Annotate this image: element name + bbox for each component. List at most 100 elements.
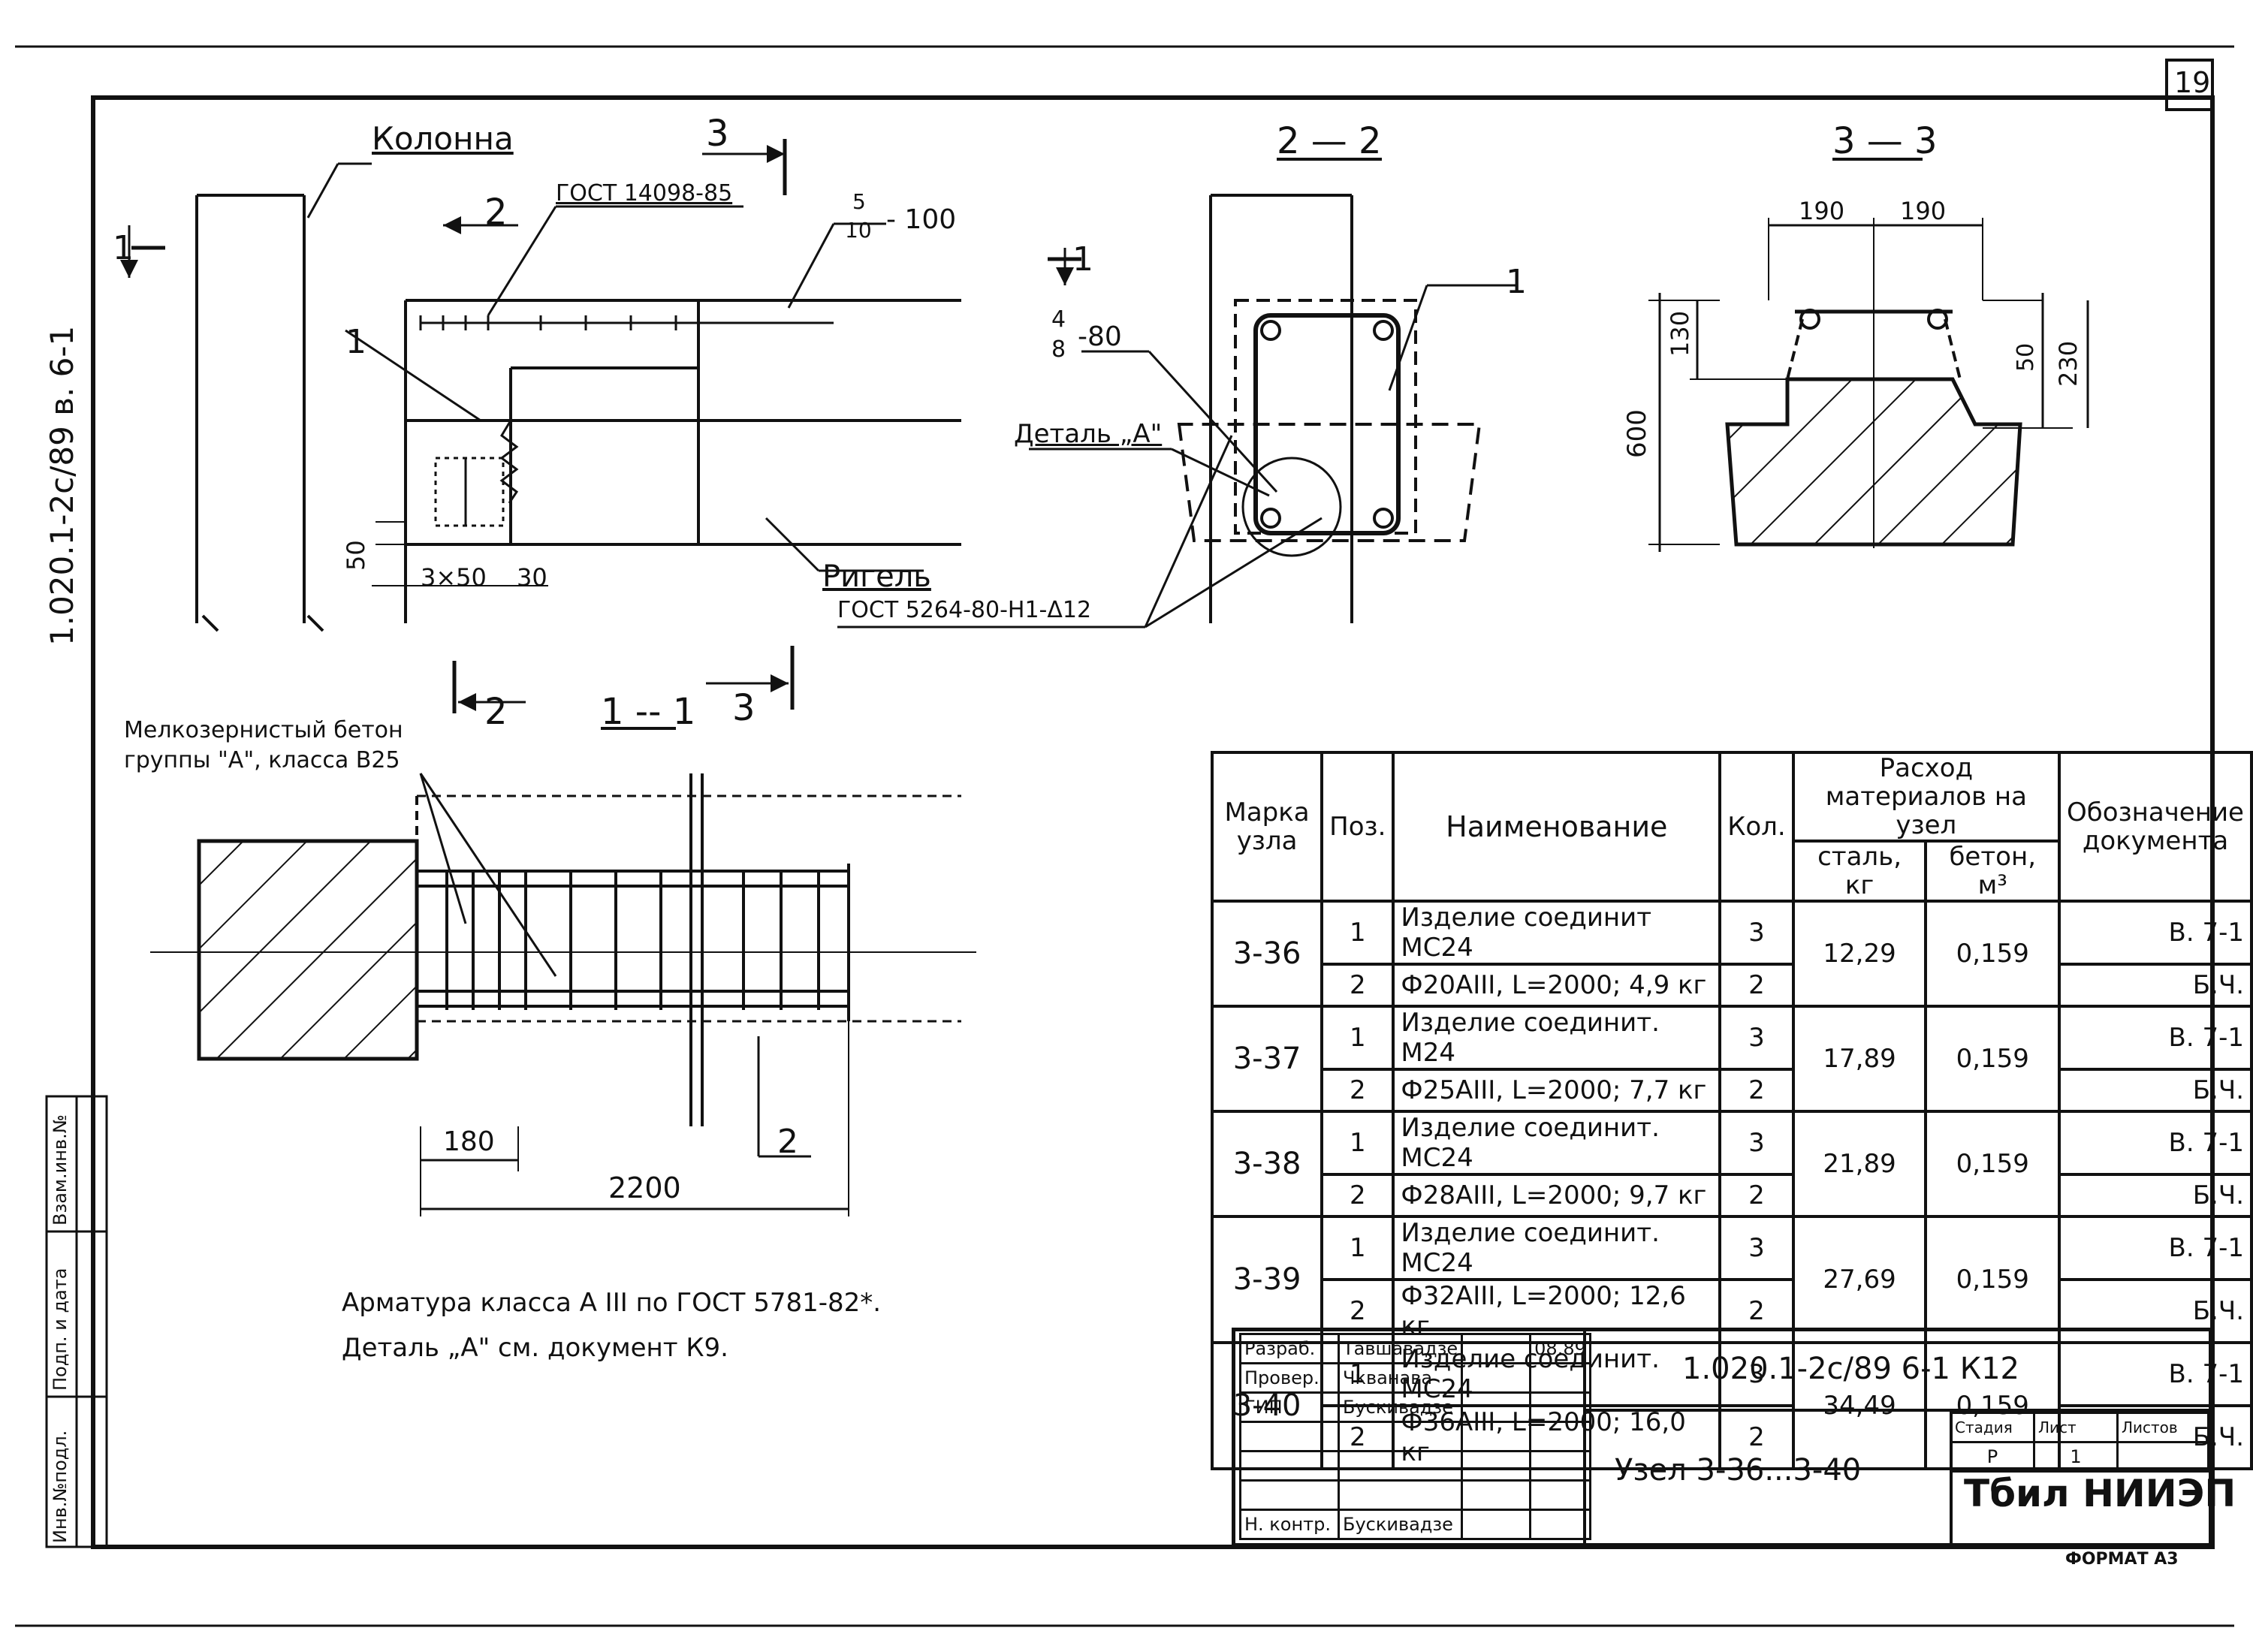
dim-190-b: 190 bbox=[1900, 197, 1947, 225]
item-doc: В. 7-1 bbox=[2058, 1110, 2253, 1176]
sig-date bbox=[1529, 1479, 1591, 1511]
sig-name: Бускивадзе bbox=[1337, 1391, 1464, 1423]
item-qty: 3 bbox=[1718, 1005, 1795, 1071]
sig-name bbox=[1337, 1479, 1464, 1511]
item-doc: В. 7-1 bbox=[2058, 1341, 2253, 1407]
item-doc: В. 7-1 bbox=[2058, 1215, 2253, 1281]
table-row: 2 Ф25АIII, L=2000; 7,7 кг 2 Б.Ч. bbox=[1212, 1068, 2253, 1113]
item-qty: 2 bbox=[1718, 1404, 1795, 1470]
sig-date bbox=[1529, 1362, 1591, 1394]
item-name: Изделие соединит. МС24 bbox=[1392, 1215, 1722, 1281]
dim-190-a: 190 bbox=[1799, 197, 1845, 225]
sig-role bbox=[1239, 1479, 1340, 1511]
item-pos: 1 bbox=[1320, 900, 1395, 966]
sig-date bbox=[1529, 1391, 1591, 1423]
sig-role: Разраб. bbox=[1239, 1333, 1340, 1364]
sheets-header: Листов bbox=[2116, 1412, 2209, 1443]
item-name: Изделие соединит. МС24 bbox=[1392, 1110, 1722, 1176]
cut-label-3-bottom: 3 bbox=[732, 687, 756, 729]
signature-row: Провер.Чкванава bbox=[1239, 1362, 1591, 1394]
item-qty: 2 bbox=[1718, 1068, 1795, 1113]
document-code: 1.020.1-2с/89 6-1 К12 bbox=[1682, 1352, 2019, 1386]
title-block-divider bbox=[1583, 1328, 2212, 1412]
side-code: 1.020.1-2с/89 в. 6-1 bbox=[44, 325, 80, 646]
section-3-3 bbox=[1648, 158, 2089, 552]
weld-label-bottom: 10 bbox=[845, 218, 872, 243]
sig-role: Провер. bbox=[1239, 1362, 1340, 1394]
stamp-sign-date: Подп. и дата bbox=[50, 1268, 71, 1391]
item-pos: 2 bbox=[1320, 1173, 1395, 1218]
sig-sign bbox=[1461, 1421, 1532, 1452]
stamp-vzam-inv: Взам.инв.№ bbox=[50, 1114, 71, 1225]
item-doc: Б.Ч. bbox=[2058, 1068, 2253, 1113]
item-doc: Б.Ч. bbox=[2058, 1173, 2253, 1218]
item-pos: 1 bbox=[1320, 1215, 1395, 1281]
node-mark: 3-39 bbox=[1210, 1215, 1324, 1344]
sheet-header: Лист bbox=[2033, 1412, 2119, 1443]
steel-kg: 12,29 bbox=[1791, 900, 1928, 1008]
item-name: Ф25АIII, L=2000; 7,7 кг bbox=[1392, 1068, 1722, 1113]
hdr-doc: Обозначение документа bbox=[2058, 751, 2253, 903]
note-line-2: Деталь „А" см. документ К9. bbox=[342, 1333, 728, 1363]
stage-header: Стадия bbox=[1950, 1412, 2035, 1443]
table-row: 2 Ф20АIII, L=2000; 4,9 кг 2 Б.Ч. bbox=[1212, 963, 2253, 1008]
item-qty: 3 bbox=[1718, 1215, 1795, 1281]
sig-role: Н. контр. bbox=[1239, 1509, 1340, 1540]
title-block bbox=[1232, 1328, 2212, 1547]
item-name: Изделие соединит МС24 bbox=[1392, 900, 1722, 966]
sig-name bbox=[1337, 1450, 1464, 1482]
item-doc: Б.Ч. bbox=[2058, 1278, 2253, 1344]
hdr-mark: Марка узла bbox=[1210, 751, 1324, 903]
title-block-vline-2 bbox=[1950, 1412, 1953, 1547]
table-row: 3-36 1 Изделие соединит МС24 3 12,29 0,1… bbox=[1210, 900, 2253, 1008]
page-number: 19 bbox=[2174, 66, 2211, 99]
node-mark: 3-37 bbox=[1210, 1005, 1324, 1113]
concrete-m3: 0,159 bbox=[1924, 1215, 2061, 1344]
node-title: Узел 3-36...3-40 bbox=[1615, 1453, 1862, 1488]
sheet-value: 1 bbox=[2033, 1441, 2119, 1473]
sig-date: 08.89 bbox=[1529, 1333, 1591, 1364]
table-row: 3-39 1 Изделие соединит. МС24 3 27,69 0,… bbox=[1210, 1215, 2253, 1344]
dim-180: 180 bbox=[443, 1126, 495, 1157]
sig-name: Бускивадзе bbox=[1337, 1509, 1464, 1540]
weld-label-suffix: - 100 bbox=[886, 204, 957, 235]
steel-kg: 27,69 bbox=[1791, 1215, 1928, 1344]
stage-table: Стадия Лист Листов Р 1 bbox=[1950, 1412, 2209, 1473]
sig-name bbox=[1337, 1421, 1464, 1452]
gost-weld-label: ГОСТ 5264-80-Н1-Δ12 bbox=[837, 597, 1092, 623]
cut-label-2-top: 2 bbox=[484, 191, 508, 234]
note-line-1: Арматура класса А III по ГОСТ 5781-82*. bbox=[342, 1288, 882, 1318]
item-name: Ф20АIII, L=2000; 4,9 кг bbox=[1392, 963, 1722, 1008]
concrete-note-line2: группы "А", класса В25 bbox=[124, 747, 400, 773]
item-doc: В. 7-1 bbox=[2058, 900, 2253, 966]
format-label: ФОРМАТ А3 bbox=[2065, 1550, 2179, 1569]
hdr-consumption: Расход материалов на узел bbox=[1791, 751, 2061, 843]
cut-label-2-right: 2 bbox=[777, 1123, 798, 1161]
item-doc: Б.Ч. bbox=[2058, 963, 2253, 1008]
item-qty: 3 bbox=[1718, 1110, 1795, 1176]
steel-kg: 21,89 bbox=[1791, 1110, 1928, 1218]
cut-label-3-top: 3 bbox=[706, 113, 729, 155]
item-pos: 2 bbox=[1320, 1278, 1395, 1344]
item-pos: 1 bbox=[1320, 1110, 1395, 1176]
signature-row: Н. контр.Бускивадзе bbox=[1239, 1509, 1591, 1540]
table-row: 2 Ф28АIII, L=2000; 9,7 кг 2 Б.Ч. bbox=[1212, 1173, 2253, 1218]
sig-sign bbox=[1461, 1450, 1532, 1482]
sig-name: Чкванава bbox=[1337, 1362, 1464, 1394]
section-1-1-title: 1 -- 1 bbox=[601, 691, 696, 733]
section-1-1 bbox=[150, 646, 976, 1216]
item-name: Ф28АIII, L=2000; 9,7 кг bbox=[1392, 1173, 1722, 1218]
hdr-qty: Кол. bbox=[1718, 751, 1795, 903]
position-1-main: 1 bbox=[345, 323, 366, 361]
item-pos: 2 bbox=[1320, 1068, 1395, 1113]
table-row: 3-37 1 Изделие соединит. М24 3 17,89 0,1… bbox=[1210, 1005, 2253, 1113]
weld-22-top: 4 bbox=[1051, 306, 1066, 333]
signature-row bbox=[1239, 1450, 1591, 1482]
cut-label-1-mid: 1 bbox=[1072, 240, 1093, 279]
weld-22-bottom: 8 bbox=[1051, 336, 1066, 363]
item-pos: 1 bbox=[1320, 1005, 1395, 1071]
sig-sign bbox=[1461, 1479, 1532, 1511]
